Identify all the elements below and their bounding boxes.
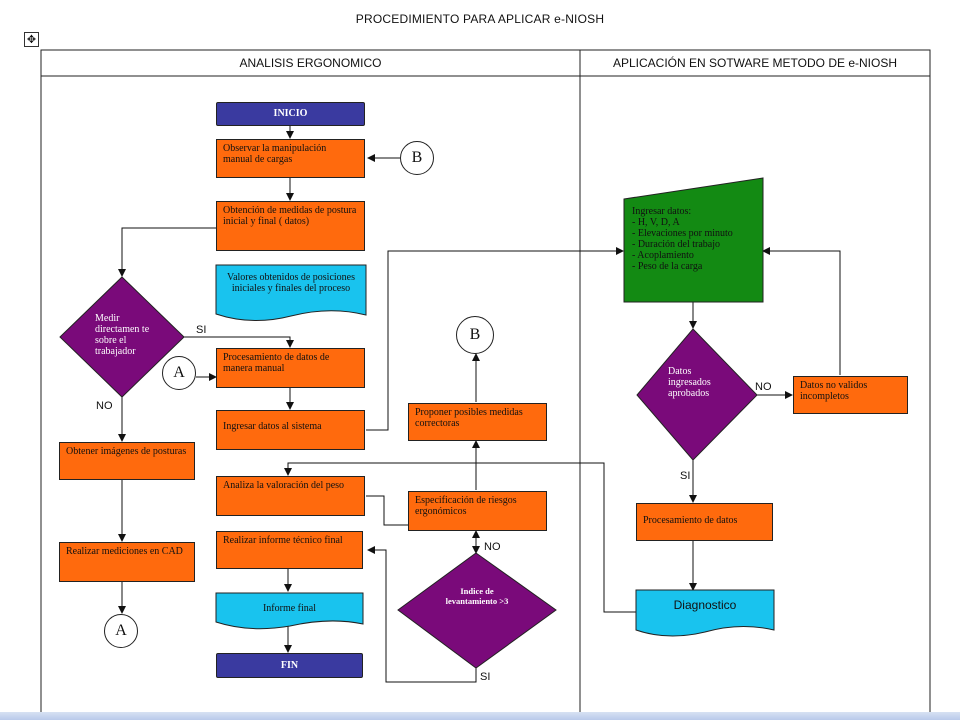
connector-b-exit: B — [456, 316, 494, 354]
input-item: - Duración del trabajo — [632, 239, 721, 250]
end-terminal: FIN — [216, 653, 363, 678]
label-si-indice: SI — [480, 671, 491, 683]
step-especificacion-riesgos: Especificación de riesgos ergonómicos — [408, 491, 547, 531]
step-informe-tecnico: Realizar informe técnico final — [216, 531, 363, 569]
connector-b-top: B — [400, 141, 434, 175]
step-realizar-mediciones: Realizar mediciones en CAD — [59, 542, 195, 582]
step-datos-no-validos: Datos no validos incompletos — [793, 376, 908, 414]
decision-medir-shape — [59, 276, 185, 398]
decision-medir-label: Medir directamen te sobre el trabajador — [95, 313, 150, 357]
decision-indice-shape — [397, 552, 557, 669]
connector-a-exit: A — [104, 614, 138, 648]
doc-diagnostico-shape — [635, 589, 775, 637]
doc-valores-shape — [215, 264, 367, 322]
step-proponer-medidas: Proponer posibles medidas correctoras — [408, 403, 547, 441]
input-title: Ingresar datos: — [632, 206, 692, 217]
lane-header-software: APLICACIÓN EN SOTWARE METODO DE e-NIOSH — [612, 56, 898, 70]
step-procesamiento-manual: Procesamiento de datos de manera manual — [216, 348, 365, 388]
start-terminal: INICIO — [216, 102, 365, 126]
step-analiza-peso: Analiza la valoración del peso — [216, 476, 365, 516]
label-no-medir: NO — [96, 400, 113, 412]
step-procesamiento-datos: Procesamiento de datos — [636, 503, 773, 541]
doc-informe-label: Informe final — [262, 603, 317, 614]
decision-indice-label: Indice de levantamiento >3 — [445, 586, 509, 606]
decision-datos-label: Datos ingresados aprobados — [668, 366, 711, 399]
step-obtener-imagenes: Obtener imágenes de posturas — [59, 442, 195, 480]
lane-header-analisis: ANALISIS ERGONOMICO — [239, 56, 382, 70]
label-no-datos: NO — [755, 381, 772, 393]
decision-datos-shape — [636, 328, 758, 461]
step-obtencion-medidas: Obtención de medidas de postura inicial … — [216, 201, 365, 251]
input-item: - Elevaciones por minuto — [632, 228, 733, 239]
doc-informe-shape — [215, 592, 364, 630]
label-si-medir: SI — [196, 324, 207, 336]
step-observar: Observar la manipulación manual de carga… — [216, 139, 365, 178]
swimlane-frame — [40, 49, 931, 720]
input-item: - Peso de la carga — [632, 261, 703, 272]
bottom-bar — [0, 712, 960, 720]
input-ingresar-datos: Ingresar datos: - H, V, D, A - Elevacion… — [632, 206, 760, 272]
input-item: - H, V, D, A — [632, 217, 680, 228]
page-title: PROCEDIMIENTO PARA APLICAR e-NIOSH — [355, 12, 605, 26]
label-si-datos: SI — [680, 470, 691, 482]
input-shape — [623, 177, 764, 303]
connector-a-entry: A — [162, 356, 196, 390]
doc-valores-label: Valores obtenidos de posiciones iniciale… — [226, 272, 356, 294]
label-no-indice: NO — [484, 541, 501, 553]
input-item: - Acoplamiento — [632, 250, 694, 261]
step-ingresar-sistema: Ingresar datos al sistema — [216, 410, 365, 450]
move-icon[interactable]: ✥ — [24, 32, 39, 47]
doc-diagnostico-label: Diagnostico — [673, 598, 737, 612]
